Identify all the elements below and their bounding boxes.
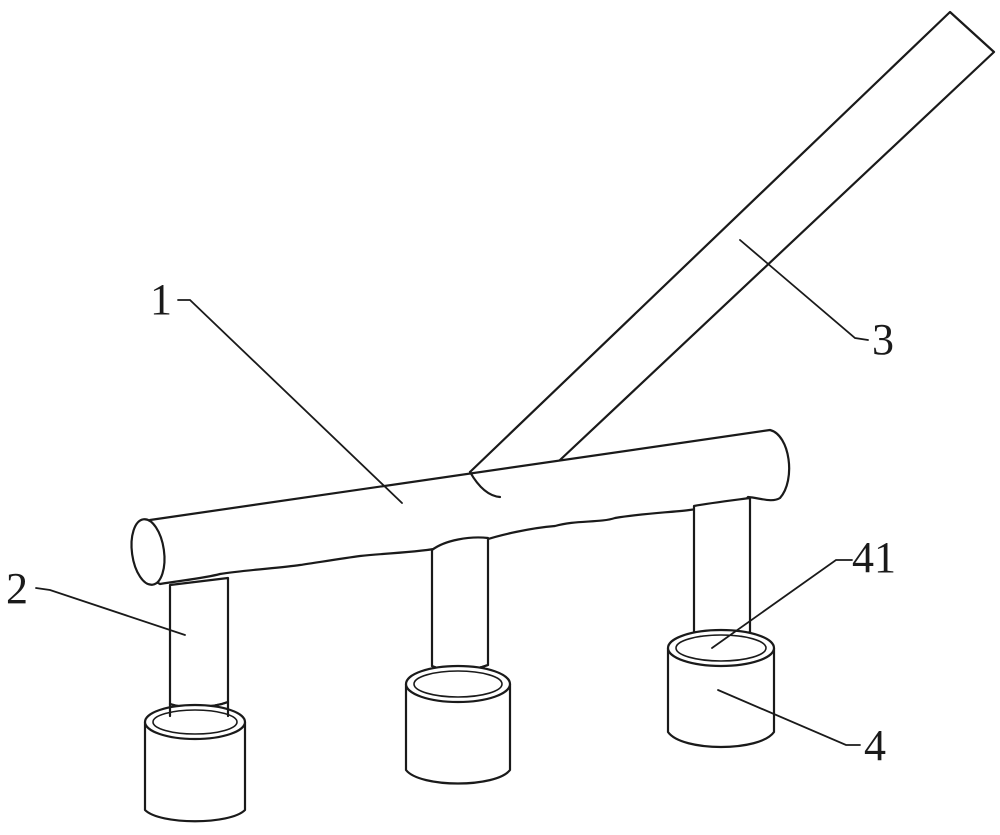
foot-cup-middle [406,666,510,784]
callout-4: 4 [864,721,886,770]
handle-rod [470,12,994,495]
foot-cup-left [145,702,245,821]
callout-3: 3 [872,315,894,364]
leader-2 [36,588,185,635]
leg-middle [432,538,488,671]
leg-left [170,578,228,707]
callout-1: 1 [150,275,172,324]
leg-right [694,498,750,638]
callout-2: 2 [6,564,28,613]
leader-1 [178,300,402,503]
foot-cup-right [668,630,774,747]
callout-41: 41 [852,533,896,582]
